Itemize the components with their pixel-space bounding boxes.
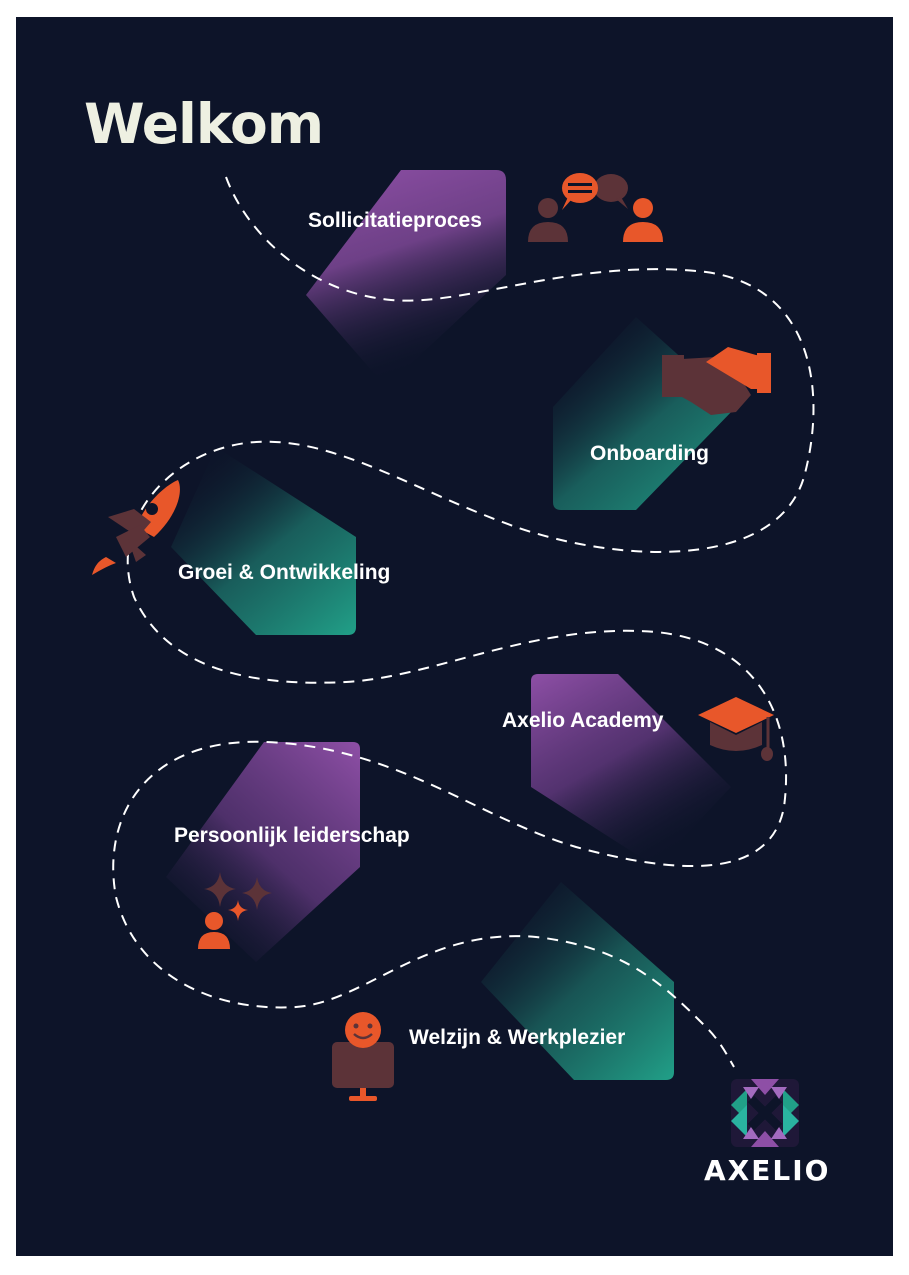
welcome-poster: Welkom Sollicitatieproces Onboarding Gro… — [16, 17, 893, 1256]
step-shape-welzijn — [481, 882, 674, 1080]
journey-path — [112, 176, 815, 1068]
step-shape-groei — [171, 447, 356, 635]
sparkle-person-icon — [198, 872, 272, 949]
conversation-icon — [528, 173, 663, 242]
step-shape-onboarding — [553, 317, 736, 510]
step-label-onboarding: Onboarding — [590, 442, 709, 465]
step-shape-academy — [531, 674, 731, 867]
step-label-axelio-academy: Axelio Academy — [502, 709, 664, 732]
smiley-monitor-icon — [332, 1012, 394, 1101]
handshake-icon — [662, 347, 771, 415]
step-shape-leiderschap — [166, 742, 360, 962]
page-title: Welkom — [84, 92, 324, 156]
step-label-welzijn-werkplezier: Welzijn & Werkplezier — [409, 1026, 626, 1049]
graduation-cap-icon — [698, 697, 774, 761]
journey-background — [92, 170, 815, 1147]
step-label-persoonlijk-leiderschap: Persoonlijk leiderschap — [174, 824, 410, 847]
step-label-groei-ontwikkeling: Groei & Ontwikkeling — [178, 561, 391, 584]
axelio-logo-icon — [731, 1079, 799, 1147]
step-label-sollicitatieproces: Sollicitatieproces — [308, 209, 482, 232]
rocket-icon — [92, 480, 180, 575]
logo-wordmark: AXELIO — [704, 1154, 831, 1187]
step-shape-sollicitatieproces — [306, 170, 506, 387]
